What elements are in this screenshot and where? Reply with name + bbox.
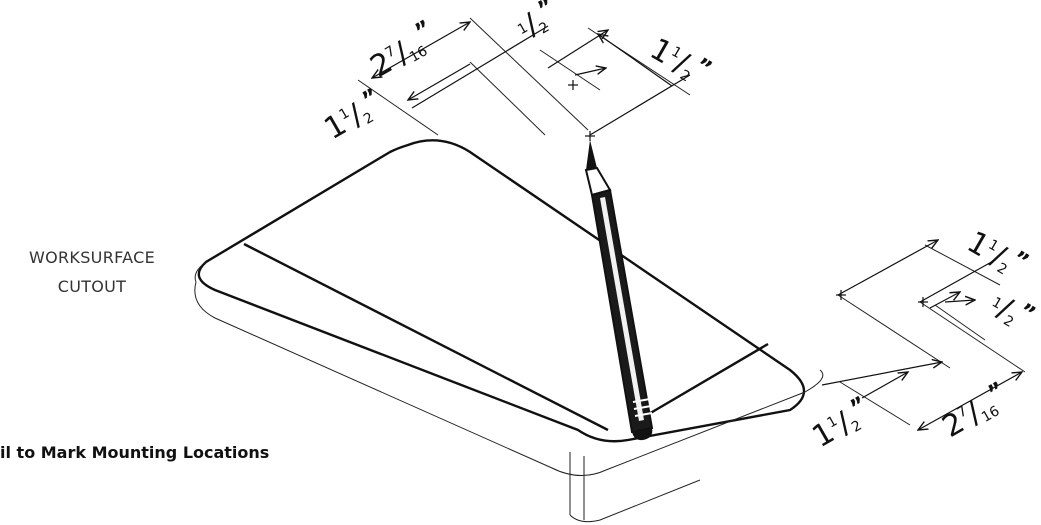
right-dim-line-e [918,372,1022,430]
right-ext-line-2 [924,244,1001,286]
top-dim-label-a: 27/16” [363,16,443,85]
right-mark-plus-2 [918,297,928,307]
cutout-left-rim [194,261,207,283]
right-dim-line-g [929,292,960,309]
pencil-icon [584,140,654,441]
cutout-bottom-curve [569,479,701,523]
top-dim-line-e [574,68,606,76]
worksurface-cutout-label-line2: CUTOUT [58,277,127,296]
right-dim-label-b: 1/2” [984,285,1039,338]
top-mark-target [585,131,595,141]
top-dim-line-f [411,25,549,109]
cutout-inner-edge-right [641,342,769,420]
instruction-caption: il to Mark Mounting Locations [0,443,269,462]
top-ext-line-2 [357,79,439,136]
top-dim-line-d [408,63,471,100]
right-dim-line-f [944,300,975,302]
worksurface-cutout-label-line1: WORKSURFACE [29,248,155,267]
top-ext-line-5 [539,49,601,91]
right-ext-line-4 [839,381,911,426]
right-ext-line-3 [919,301,1026,373]
right-dim-label-d: 27/16” [936,378,1015,445]
top-ext-line-3 [469,61,546,136]
right-dim-line-b [919,259,996,303]
cutout-lower-rim [194,281,824,476]
right-dim-label-c: 11/2” [806,392,878,455]
top-dim-line-c [598,34,673,87]
right-ext-line-5 [934,304,986,341]
top-dim-line-b [547,30,608,69]
worksurface-cutout-drawing [194,139,824,523]
right-dim-line-c [821,362,942,386]
right-mark-plus-1 [836,290,846,300]
top-dim-label-b: 1/2” [510,0,565,47]
top-dim-line-a [372,22,470,78]
cutout-top-face [197,139,806,443]
right-dimension-group: 11/2” 1/2” 11/2” 27/16” [806,223,1040,455]
top-dimension-group: 27/16” 1/2” 11/2” 11/2” [319,0,716,147]
right-dim-line-a [837,240,938,296]
top-mark-plus [568,80,578,90]
right-ext-line-1 [837,294,951,369]
right-dim-label-a: 11/2” [961,223,1033,286]
right-dim-line-d [861,372,908,399]
top-dim-label-c: 11/2” [644,30,716,93]
top-dim-line-g [589,74,691,136]
top-ext-line-1 [469,17,589,131]
cutout-inner-edge-left [243,242,609,432]
